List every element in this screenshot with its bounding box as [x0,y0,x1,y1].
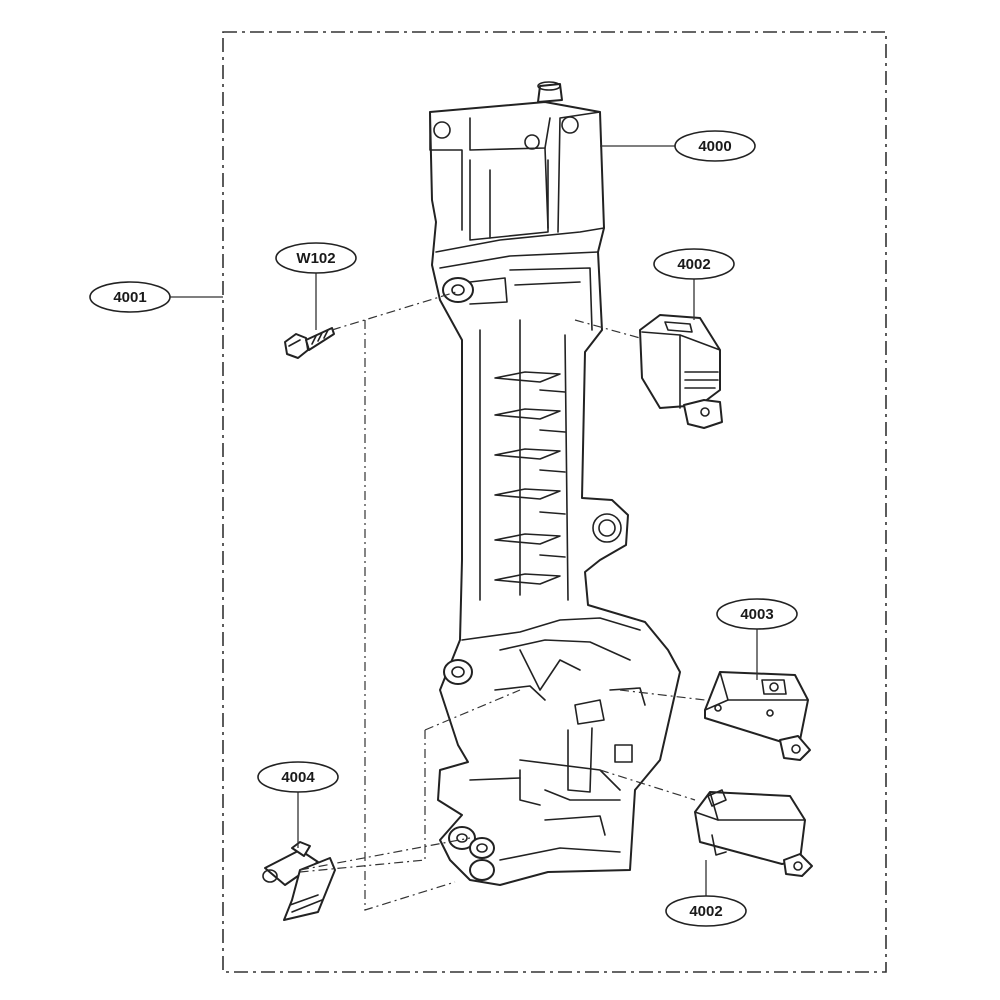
assembly-guide-lines [299,291,706,911]
callout-4002-lower: 4002 [665,895,747,927]
callout-4004: 4004 [257,761,339,793]
callout-w102: W102 [275,242,357,274]
callout-4000: 4000 [674,130,756,162]
callout-4002-upper-label: 4002 [677,256,710,273]
screw [284,327,335,359]
callout-4003: 4003 [716,598,798,630]
assembly-group-frame [222,31,887,973]
callout-4002-upper: 4002 [653,248,735,280]
callout-4002-lower-label: 4002 [689,903,722,920]
callout-4000-label: 4000 [698,138,731,155]
door-latch-frame [429,81,681,886]
lever [262,841,336,921]
middle-switch [704,671,811,761]
callout-w102-label: W102 [296,250,335,267]
callout-4001: 4001 [89,281,171,313]
callout-4001-label: 4001 [113,289,146,306]
callout-4003-label: 4003 [740,606,773,623]
upper-switch [639,314,723,429]
lower-switch [694,789,813,877]
callout-4004-label: 4004 [281,769,315,786]
